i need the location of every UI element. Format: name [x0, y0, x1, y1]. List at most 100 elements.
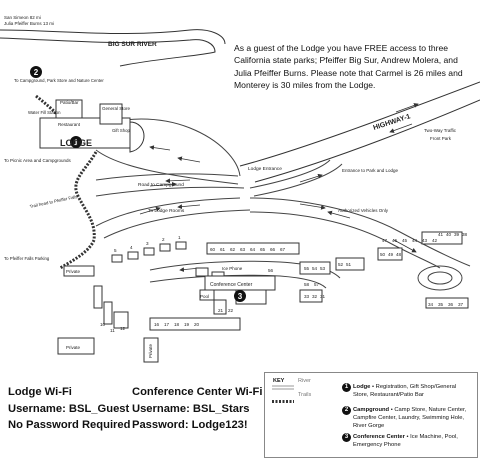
- highway-1: [239, 81, 480, 183]
- svg-text:57: 57: [314, 282, 320, 287]
- svg-text:64: 64: [250, 247, 256, 252]
- label-to-campground: To Campground, Park Store and Nature Cen…: [14, 78, 104, 83]
- label-entrance-park-lodge: Entrance to Park and Lodge: [342, 168, 399, 173]
- label-gift-shop: Gift Shop: [112, 128, 131, 133]
- label-private-2: Private: [66, 345, 81, 350]
- svg-text:67: 67: [280, 247, 286, 252]
- label-to-lodge-rooms: To Lodge Rooms: [148, 208, 185, 214]
- svg-text:16: 16: [154, 322, 160, 327]
- label-water-fill: Water Fill Station: [28, 110, 61, 115]
- svg-text:19: 19: [184, 322, 190, 327]
- label-private-3: Private: [148, 343, 153, 358]
- label-river: BIG SUR RIVER: [108, 41, 157, 48]
- label-highway: HIGHWAY-1: [372, 113, 411, 132]
- label-pool: Pool: [200, 294, 209, 299]
- svg-text:47: 47: [382, 238, 388, 243]
- lodge-wifi-info: Lodge Wi-Fi Username: BSL_Guest No Passw…: [8, 384, 130, 434]
- conference-wifi-info: Conference Center Wi-Fi Username: BSL_St…: [132, 384, 262, 434]
- label-julia-burns: Julia Pfeiffer Burns 13 mi: [4, 21, 54, 26]
- svg-text:1: 1: [178, 235, 181, 240]
- site-map: 1 2 3 San Simeon 82 mi Julia Pfeiffer Bu…: [0, 15, 480, 363]
- svg-text:60: 60: [210, 247, 216, 252]
- legend-river-swatch: [272, 385, 294, 390]
- map-legend: KEY River Trails 1 Lodge • Registration,…: [264, 372, 478, 458]
- legend-marker-2: 2: [342, 406, 351, 415]
- svg-text:34: 34: [428, 302, 434, 307]
- svg-text:50: 50: [380, 252, 386, 257]
- svg-text:18: 18: [174, 322, 180, 327]
- svg-text:62: 62: [230, 247, 236, 252]
- lodge-wifi-username: Username: BSL_Guest: [8, 402, 130, 415]
- marker-2[interactable]: 2: [30, 66, 42, 78]
- label-restaurant: Restaurant: [58, 122, 81, 127]
- svg-text:3: 3: [238, 292, 243, 301]
- lodge-wifi-password: No Password Required: [8, 419, 131, 431]
- legend-marker-3: 3: [342, 433, 351, 442]
- guest-note: As a guest of the Lodge you have FREE ac…: [234, 43, 463, 91]
- svg-text:45: 45: [402, 238, 408, 243]
- svg-text:42: 42: [432, 238, 438, 243]
- svg-text:37: 37: [458, 302, 464, 307]
- legend-key-title: KEY: [273, 378, 285, 384]
- svg-text:41: 41: [438, 232, 444, 237]
- lodge-buildings: [39, 99, 145, 153]
- conference-wifi-username: Username: BSL_Stars: [132, 402, 250, 415]
- marker-1[interactable]: 1: [70, 136, 82, 148]
- svg-text:20: 20: [194, 322, 200, 327]
- svg-text:32: 32: [312, 294, 318, 299]
- conference-wifi-title: Conference Center Wi-Fi: [132, 386, 263, 398]
- label-ice-phone: Ice Phone: [222, 266, 243, 271]
- svg-text:35: 35: [438, 302, 444, 307]
- legend-trails-swatch: [272, 400, 294, 403]
- svg-text:63: 63: [240, 247, 246, 252]
- label-front-park: Front Park: [430, 136, 452, 141]
- cabins: [57, 231, 469, 363]
- svg-text:40: 40: [446, 232, 452, 237]
- svg-text:65: 65: [260, 247, 266, 252]
- marker-3[interactable]: 3: [234, 290, 246, 302]
- label-authorized: Authorized Vehicles Only: [338, 208, 389, 213]
- label-to-falls-parking: To Pfeiffer Falls Parking: [4, 256, 50, 261]
- svg-text:33: 33: [304, 294, 310, 299]
- label-general-store: General Store: [102, 106, 131, 111]
- svg-text:11: 11: [110, 328, 115, 333]
- label-lodge-entrance: Lodge Entrance: [248, 166, 282, 172]
- lodge-wifi-title: Lodge Wi-Fi: [8, 386, 72, 398]
- svg-text:12: 12: [120, 326, 126, 331]
- svg-text:49: 49: [388, 252, 394, 257]
- svg-text:43: 43: [422, 238, 428, 243]
- svg-text:38: 38: [462, 232, 468, 237]
- label-patio-bar: Patio/Bar: [60, 100, 79, 105]
- svg-text:22: 22: [228, 308, 234, 313]
- svg-text:36: 36: [448, 302, 454, 307]
- legend-river-label: River: [298, 378, 311, 384]
- svg-text:53: 53: [320, 266, 326, 271]
- svg-text:3: 3: [146, 241, 149, 246]
- svg-text:21: 21: [218, 308, 224, 313]
- svg-text:55: 55: [304, 266, 310, 271]
- label-san-simeon: San Simeon 82 mi: [4, 15, 41, 20]
- legend-marker-1: 1: [342, 383, 351, 392]
- label-two-way: Two-Way Traffic: [424, 128, 457, 133]
- label-road-to-campground: Road to Campground: [138, 182, 184, 188]
- svg-text:1: 1: [74, 138, 79, 147]
- big-sur-river: [0, 29, 226, 67]
- svg-text:4: 4: [130, 245, 133, 250]
- room-numbers: 5 4 3 2 1 60 61 62 63 64 65 66 67 56 55 …: [100, 232, 468, 333]
- svg-text:66: 66: [270, 247, 276, 252]
- conference-wifi-password: Password: Lodge123!: [132, 419, 248, 431]
- svg-text:54: 54: [312, 266, 318, 271]
- svg-text:46: 46: [392, 238, 398, 243]
- svg-text:2: 2: [162, 237, 165, 242]
- svg-text:2: 2: [34, 68, 39, 77]
- svg-text:31: 31: [320, 294, 326, 299]
- roads: [95, 118, 471, 291]
- legend-trails-label: Trails: [298, 392, 312, 398]
- svg-text:58: 58: [304, 282, 310, 287]
- svg-text:56: 56: [268, 268, 274, 273]
- svg-text:48: 48: [396, 252, 402, 257]
- svg-text:39: 39: [454, 232, 460, 237]
- label-conference-center: Conference Center: [210, 282, 253, 288]
- label-trail-to-falls: Trail head to Pfeiffer Falls: [29, 194, 78, 209]
- svg-text:61: 61: [220, 247, 226, 252]
